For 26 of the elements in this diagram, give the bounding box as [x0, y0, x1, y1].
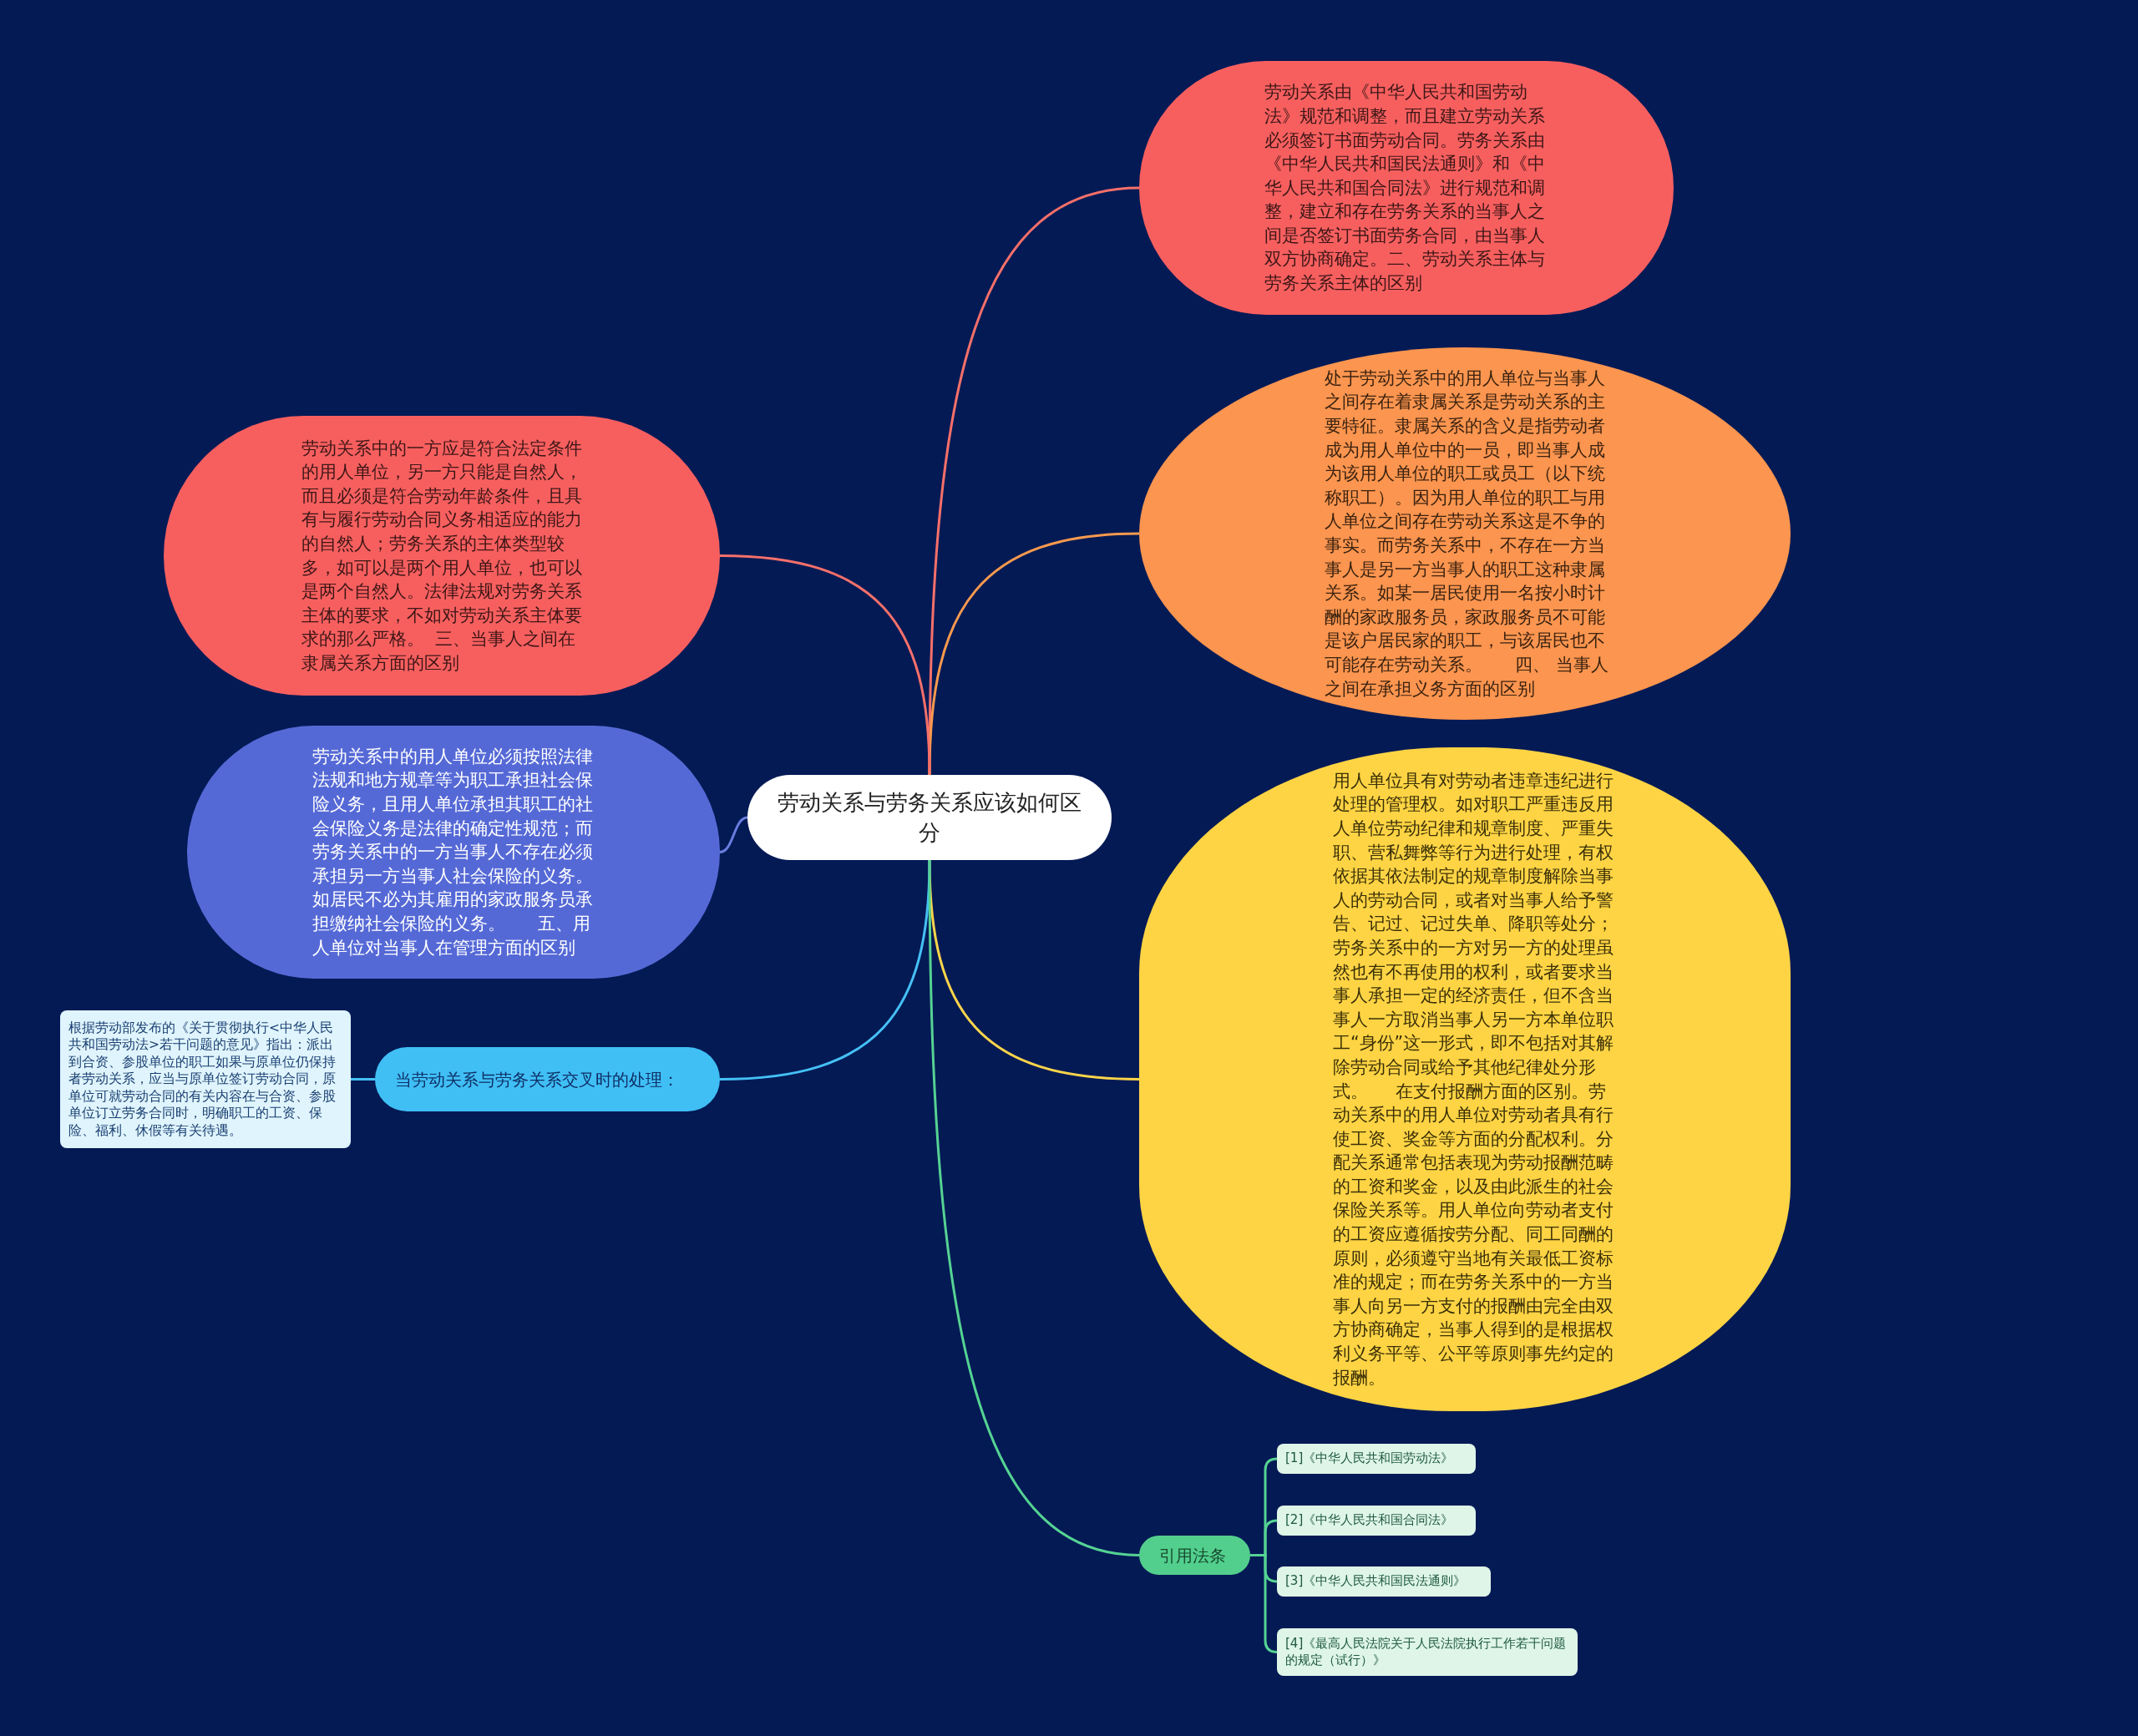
connector-line	[351, 1078, 375, 1081]
topic-text: 劳动关系中的一方应是符合法定条件的用人单位，另一方只能是自然人，而且必须是符合劳动年龄条件，且具有与履行劳动合同义务相适应的能力的自然人；劳务关系的主体类型较多，如可以是两个用人单位，也可以是两个自然人。法律法规对劳务关系主体的要求，不如对劳动关系主体要求的那么严格。 三、当事人之间在隶属关系方面的区别	[301, 437, 583, 675]
connector-line	[928, 860, 1140, 1556]
topic-text: 用人单位具有对劳动者违章违纪进行处理的管理权。如对职工严重违反用人单位劳动纪律和规章制度、严重失职、营私舞弊等行为进行处理，有权依据其依法制定的规章制度解除当事人的劳动合同，或者对当事人给予警告、记过、记过失单、降职等处分；劳务关系中的一方对另一方的处理虽然也有不再使用的权利，或者要求当事人承担一定的经济责任，但不含当事人一方取消当事人另一方本单位职工“身份”这一形式，即不包括对其解除劳动合同或给予其他纪律处分形式。 在支付报酬方面的区别。劳动关系中的用人单位对劳动者具有行使工资、奖金等方面的分配权利。分配关系通常包括表现为劳动报酬范畴的工资和奖金，以及由此派生的社会保险关系等。用人单位向劳动者支付的工资应遵循按劳分配、同工同酬的原则，必须遵守当地有关最低工资标准的规定；而在劳务关系中的一方当事人向另一方支付的报酬由完全由双方协商确定，当事人得到的是根据权利义务平等、公平等原则事先约定的报酬。	[1333, 769, 1615, 1389]
note-text: [3]《中华人民共和国民法通则》	[1285, 1573, 1467, 1590]
topic-text: 处于劳动关系中的用人单位与当事人之间存在着隶属关系是劳动关系的主要特征。隶属关系的含义是指劳动者成为用人单位中的一员，即当事人成为该用人单位的职工或员工（以下统称职工）。因为用人单位的职工与用人单位之间存在劳动关系这是不争的事实。而劳务关系中，不存在一方当事人是另一方当事人的职工这种隶属关系。如某一居民使用一名按小时计酬的家政服务员，家政服务员不可能是该户居民家的职工，与该居民也不可能存在劳动关系。 四、 当事人之间在承担义务方面的区别	[1325, 367, 1609, 701]
connector-line	[719, 816, 748, 853]
topic-text: 劳动关系中的用人单位必须按照法律法规和地方规章等为职工承担社会保险义务，且用人单位承担其职工的社会保险义务是法律的确定性规范；而劳务关系中的一方当事人不存在必须承担另一方当事人社会保险的义务。如居民不必为其雇用的家政服务员承担缴纳社会保险的义务。 五、用人单位对当事人在管理方面的区别	[312, 745, 594, 959]
note-text: [1]《中华人民共和国劳动法》	[1285, 1450, 1454, 1467]
note-card	[60, 1010, 351, 1148]
topic-text: 劳动关系与劳务关系应该如何区分	[777, 789, 1082, 847]
note-card	[1277, 1506, 1476, 1536]
connector-line	[719, 554, 931, 776]
topic-text: 当劳动关系与劳务关系交叉时的处理：	[395, 1068, 679, 1091]
connector-line	[719, 859, 931, 1081]
topic-text: 引用法条	[1159, 1544, 1226, 1566]
topic-text: 劳动关系由《中华人民共和国劳动法》规范和调整，而且建立劳动关系必须签订书面劳动合同。劳务关系由《中华人民共和国民法通则》和《中华人民共和国合同法》进行规范和调整，建立和存在劳务关系的当事人之间是否签订书面劳务合同，由当事人双方协商确定。二、劳动关系主体与劳务关系主体的区别	[1264, 81, 1546, 296]
note-card	[1277, 1444, 1476, 1474]
connector-line	[1250, 1554, 1279, 1653]
subtopic-pill	[1139, 1536, 1250, 1575]
note-card	[1277, 1566, 1491, 1597]
note-card	[1277, 1628, 1578, 1676]
note-text: 根据劳动部发布的《关于贯彻执行<中华人民共和国劳动法>若干问题的意见》指出：派出到合资、参股单位的职工如果与原单位仍保持者劳动关系，应当与原单位签订劳动合同，原单位可就劳动合同的有关内容在与合资、参股单位订立劳务合同时，明确职工的工资、保险、福利、休假等有关待遇。	[68, 1019, 337, 1140]
note-text: [4]《最高人民法院关于人民法院执行工作若干问题的规定（试行）》	[1285, 1635, 1568, 1669]
note-text: [2]《中华人民共和国合同法》	[1285, 1512, 1454, 1529]
connector-line	[928, 532, 1140, 776]
